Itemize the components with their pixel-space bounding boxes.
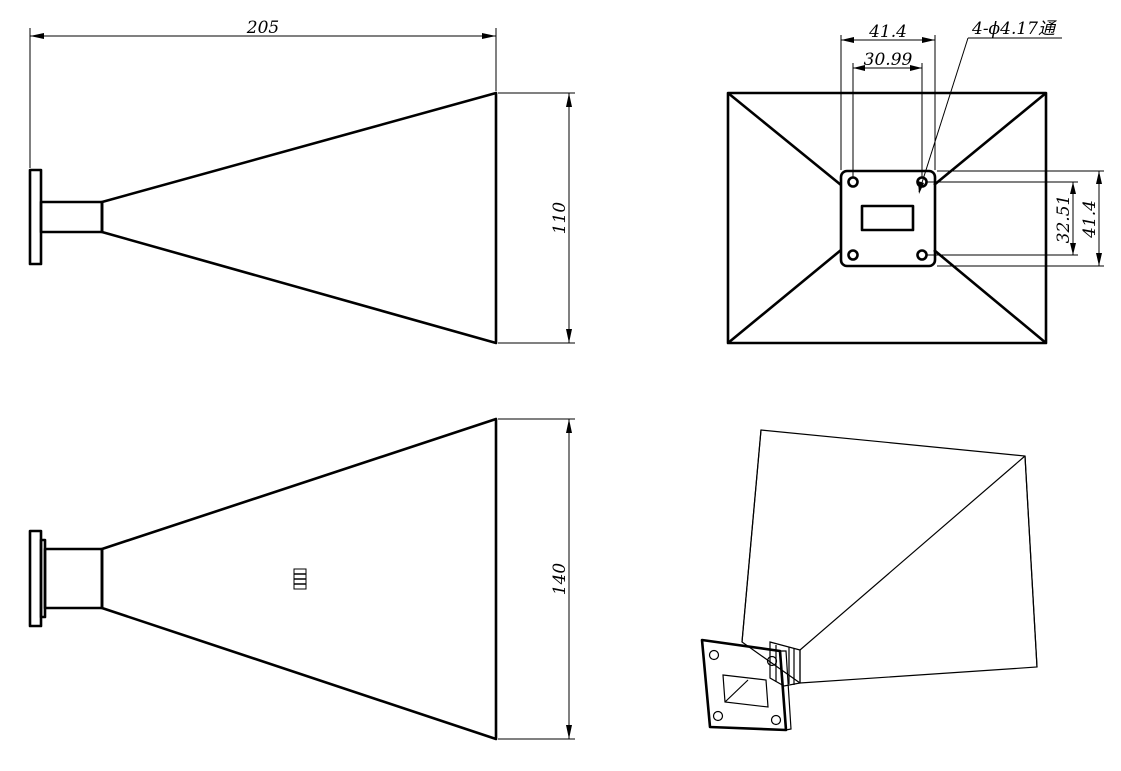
dimension-140: 140: [498, 418, 575, 740]
dimension-text-hole-note: 4-ϕ4.17通: [971, 19, 1057, 39]
flange-side-top: [28, 168, 43, 266]
dimension-32-51: 32.51: [927, 181, 1078, 256]
dimension-30-99: 30.99: [852, 50, 923, 177]
horn-side-top: [100, 91, 498, 345]
side-view-bottom: 140: [28, 417, 575, 741]
horn-isometric: [741, 429, 1038, 684]
flange-front: [839, 169, 937, 268]
mounting-holes: [847, 176, 928, 261]
waveguide-side-top: [39, 200, 104, 234]
dimension-text-flange-height: 41.4: [1080, 200, 1100, 239]
waveguide-aperture: [860, 204, 915, 232]
dimension-205: 205: [29, 18, 497, 168]
dimension-110: 110: [498, 92, 575, 344]
side-view-top: 205 110: [28, 18, 575, 345]
waveguide-side-bottom: [43, 547, 104, 610]
isometric-view: [700, 429, 1038, 732]
dimension-41-4-horizontal: 41.4: [840, 22, 936, 170]
hole-note: 4-ϕ4.17通: [918, 19, 1062, 194]
dimension-41-4-vertical: 41.4: [937, 170, 1104, 267]
dimension-text-hole-spacing-h: 30.99: [864, 50, 913, 70]
front-view: 41.4 30.99 4-ϕ4.17通 32.51: [726, 19, 1104, 345]
dimension-text-hole-spacing-v: 32.51: [1054, 195, 1074, 244]
nameplate-mark: [293, 568, 307, 590]
dimension-text-flange-width: 41.4: [868, 22, 907, 42]
flange-side-bottom: [28, 529, 43, 628]
dimension-text-205: 205: [246, 18, 279, 38]
waveguide-aperture-isometric: [722, 674, 769, 708]
dimension-text-140: 140: [550, 563, 570, 596]
horn-aperture: [726, 91, 1048, 345]
dimension-text-110: 110: [550, 202, 570, 235]
